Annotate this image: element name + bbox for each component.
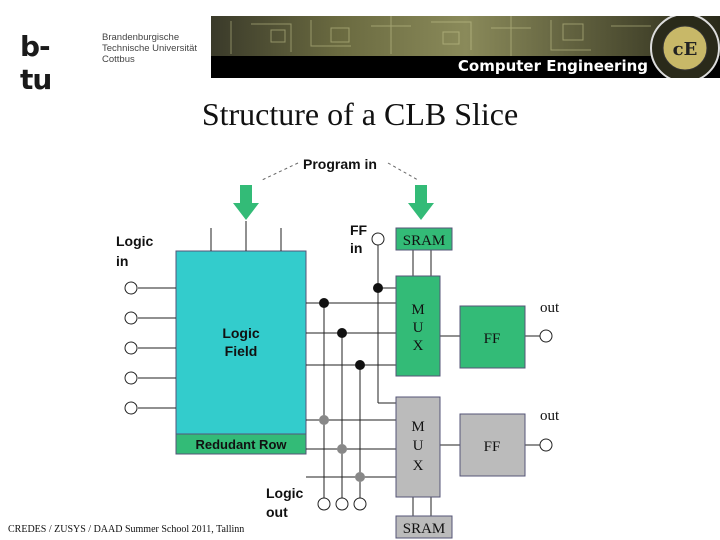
out-top-terminal	[539, 329, 553, 343]
logo-mark: b-tu	[20, 30, 52, 96]
logic-field-block	[175, 250, 307, 435]
sram-top-label: SRAM	[403, 233, 446, 249]
svg-text:cE: cE	[673, 39, 698, 60]
slide-footer: CREDES / ZUSYS / DAAD Summer School 2011…	[8, 524, 245, 535]
mux-top-label: X	[413, 338, 424, 354]
mux-bottom-label: U	[413, 438, 424, 454]
input-terminal	[124, 311, 138, 325]
logo-line: Cottbus	[102, 54, 135, 65]
mux-top-label: M	[411, 302, 424, 318]
logic-field-outputs	[306, 245, 540, 516]
junction-dot-grey	[337, 444, 347, 454]
junction-dot	[373, 283, 383, 293]
logo-text: Brandenburgische Technische Universität …	[102, 32, 197, 65]
junction-dot	[337, 328, 347, 338]
slide-title: Structure of a CLB Slice	[201, 96, 519, 132]
banner-circuit-pattern	[230, 16, 651, 56]
mux-bottom-label: M	[411, 419, 424, 435]
program-in-pointer-left	[261, 162, 299, 181]
logic-field-label: Logic	[222, 325, 260, 341]
program-arrow-right-icon	[408, 185, 434, 220]
logic-out-terminal	[317, 497, 331, 511]
seal-logo: cE	[650, 16, 720, 78]
input-terminal	[124, 371, 138, 385]
redundant-row-block	[175, 433, 307, 455]
ff-in-terminal	[371, 232, 385, 246]
logo-line: Brandenburgische	[102, 32, 180, 43]
ff-top-block	[459, 305, 526, 369]
ff-in-label: in	[350, 240, 362, 256]
input-terminal	[124, 401, 138, 415]
redundant-row-label: Redudant Row	[196, 437, 288, 452]
junction-dot-grey	[319, 415, 329, 425]
out-bottom-terminal	[539, 438, 553, 452]
logic-out-label: Logic	[266, 485, 304, 501]
logo-line: Technische Universität	[102, 43, 198, 54]
mux-bottom-label: X	[413, 458, 424, 474]
ff-in-label: FF	[350, 222, 368, 238]
junction-dot	[355, 360, 365, 370]
program-in-label: Program in	[303, 156, 377, 172]
logic-out-label: out	[266, 504, 288, 520]
logic-out-terminal	[335, 497, 349, 511]
program-arrow-left-icon	[233, 185, 259, 220]
junction-dot-grey	[355, 472, 365, 482]
junction-dot	[319, 298, 329, 308]
mux-bottom-block	[395, 396, 441, 498]
mux-top-label: U	[413, 320, 424, 336]
out-bottom-label: out	[540, 408, 560, 424]
ff-top-label: FF	[484, 331, 501, 347]
program-in-pointer-right	[387, 162, 419, 181]
logic-out-terminal	[353, 497, 367, 511]
sram-bottom-label: SRAM	[403, 521, 446, 537]
logic-in-label: Logic	[116, 233, 154, 249]
logic-field-label: Field	[225, 343, 258, 359]
header-banner: Computer Engineering cE	[211, 16, 720, 78]
input-terminal	[124, 341, 138, 355]
banner-label: Computer Engineering	[457, 57, 648, 75]
sram-top-block	[395, 227, 453, 251]
input-terminal	[124, 281, 138, 295]
out-top-label: out	[540, 300, 560, 316]
ff-bottom-block	[459, 413, 526, 477]
sram-bottom-block	[395, 515, 453, 539]
logic-in-label: in	[116, 253, 128, 269]
banner-strip	[211, 56, 720, 78]
logic-inputs	[124, 281, 176, 415]
ff-bottom-label: FF	[484, 439, 501, 455]
config-lines	[210, 221, 282, 251]
mux-top-block	[395, 275, 441, 377]
